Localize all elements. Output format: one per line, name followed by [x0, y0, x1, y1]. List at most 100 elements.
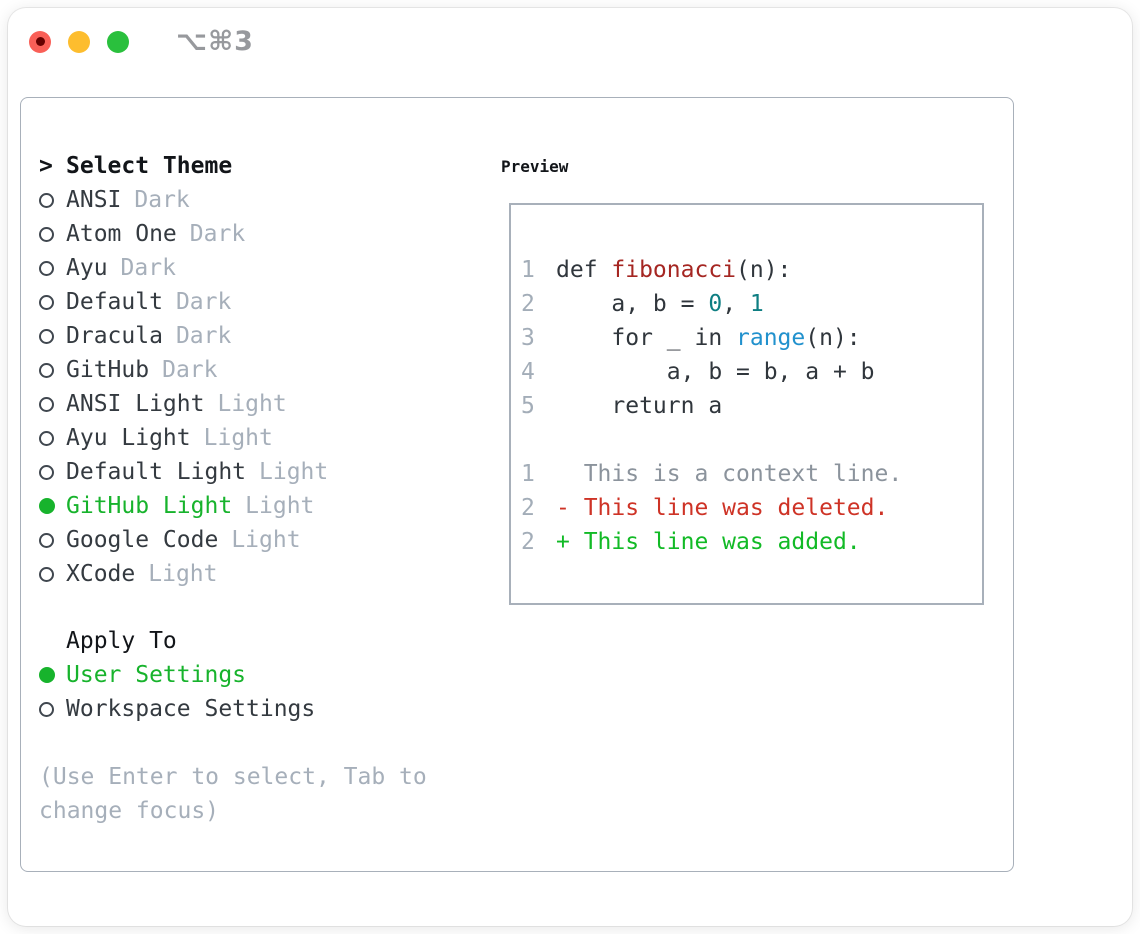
line-content: a, b = b, a + b — [556, 355, 875, 389]
code-line: 2 a, b = 0, 1 — [521, 287, 982, 321]
diff-line-context: 1 This is a context line. — [521, 457, 982, 491]
radio-unselected-icon — [39, 701, 54, 717]
line-content: a, b = 0, 1 — [556, 287, 764, 321]
code-token-builtin: range — [736, 325, 806, 351]
app-window: ⌥⌘3 > Select Theme ANSI Dark Atom One Da… — [8, 8, 1132, 926]
code-token-function: fibonacci — [611, 257, 737, 283]
theme-name: Ayu Light — [66, 425, 191, 451]
radio-unselected-icon — [39, 192, 54, 208]
code-token-plain: (n): — [736, 257, 792, 283]
radio-unselected-icon — [39, 294, 54, 310]
code-token-plain: for _ in — [556, 325, 737, 351]
line-number: 1 — [521, 257, 535, 283]
radio-unselected-icon — [39, 566, 54, 582]
window-titlebar: ⌥⌘3 — [29, 26, 254, 57]
code-token-plain: (n): — [805, 325, 861, 351]
select-theme-title: Select Theme — [66, 153, 233, 179]
theme-option-github[interactable]: GitHub Dark — [39, 353, 479, 387]
line-number: 2 — [521, 495, 535, 521]
theme-variant: Light — [148, 561, 218, 587]
diff-line-deleted: 2 - This line was deleted. — [521, 491, 982, 525]
line-content: def fibonacci(n): — [556, 253, 791, 287]
theme-option-ayu-light[interactable]: Ayu Light Light — [39, 421, 479, 455]
theme-option-google-code[interactable]: Google Code Light — [39, 523, 479, 557]
line-content: - This line was deleted. — [556, 495, 889, 521]
code-line: 3 for _ in range(n): — [521, 321, 982, 355]
line-number: 2 — [521, 529, 535, 555]
code-token-plain: , — [722, 291, 750, 317]
close-dot-icon — [35, 37, 45, 46]
theme-option-ansi-light[interactable]: ANSI Light Light — [39, 387, 479, 421]
line-number: 3 — [521, 325, 535, 351]
code-line: 1 def fibonacci(n): — [521, 253, 982, 287]
line-number: 1 — [521, 461, 535, 487]
theme-variant: Light — [203, 425, 273, 451]
apply-to-title: Apply To — [66, 628, 177, 654]
radio-unselected-icon — [39, 362, 54, 378]
theme-option-github-light[interactable]: GitHub Light Light — [39, 489, 479, 523]
code-token-number: 1 — [749, 291, 764, 317]
code-token-number: 0 — [708, 291, 723, 317]
radio-unselected-icon — [39, 260, 54, 276]
code-token-plain: return a — [556, 393, 723, 419]
apply-to-list: User Settings Workspace Settings — [39, 658, 479, 726]
line-content: for _ in range(n): — [556, 321, 861, 355]
select-theme-header: > Select Theme — [39, 149, 479, 183]
theme-option-ansi[interactable]: ANSI Dark — [39, 183, 479, 217]
theme-option-ayu[interactable]: Ayu Dark — [39, 251, 479, 285]
theme-variant: Dark — [175, 323, 232, 349]
window-shortcut-label: ⌥⌘3 — [176, 26, 254, 57]
close-button[interactable] — [29, 30, 51, 53]
preview-box: 1 def fibonacci(n): 2 a, b = 0, 1 3 for … — [509, 203, 984, 605]
theme-variant: Dark — [162, 357, 218, 383]
theme-name: GitHub — [66, 357, 150, 383]
theme-option-xcode[interactable]: XCode Light — [39, 557, 479, 591]
line-number: 4 — [521, 359, 535, 385]
theme-variant: Light — [231, 527, 301, 553]
theme-name: Ayu — [66, 255, 108, 281]
radio-selected-icon — [39, 498, 55, 514]
theme-option-default-light[interactable]: Default Light Light — [39, 455, 479, 489]
theme-name: Default — [66, 289, 163, 315]
radio-unselected-icon — [39, 328, 54, 344]
cursor-caret-icon: > — [39, 153, 53, 179]
radio-unselected-icon — [39, 226, 54, 242]
theme-name: Google Code — [66, 527, 219, 553]
diff-preview: 1 This is a context line. 2 - This line … — [521, 457, 982, 559]
code-line: 4 a, b = b, a + b — [521, 355, 982, 389]
code-token-plain: a, b = b, a + b — [556, 359, 875, 385]
line-content: + This line was added. — [556, 529, 861, 555]
code-token-plain: def — [556, 257, 612, 283]
theme-variant: Dark — [189, 221, 246, 247]
apply-option-workspace-settings[interactable]: Workspace Settings — [39, 692, 479, 726]
theme-option-dracula[interactable]: Dracula Dark — [39, 319, 479, 353]
theme-option-atom-one[interactable]: Atom One Dark — [39, 217, 479, 251]
radio-unselected-icon — [39, 464, 54, 480]
theme-dialog-panel: > Select Theme ANSI Dark Atom One Dark A… — [20, 97, 1014, 872]
radio-unselected-icon — [39, 430, 54, 446]
code-token-plain: a, b = — [556, 291, 709, 317]
line-content: return a — [556, 389, 722, 423]
radio-selected-icon — [39, 667, 55, 683]
theme-variant: Light — [259, 459, 329, 485]
line-content: This is a context line. — [556, 461, 903, 487]
theme-name: Atom One — [66, 221, 177, 247]
theme-name: ANSI Light — [66, 391, 205, 417]
theme-option-default[interactable]: Default Dark — [39, 285, 479, 319]
theme-variant: Dark — [134, 187, 190, 213]
theme-name: ANSI — [66, 187, 122, 213]
theme-name: Dracula — [66, 323, 163, 349]
preview-title: Preview — [501, 156, 569, 176]
line-number: 5 — [521, 393, 535, 419]
code-preview: 1 def fibonacci(n): 2 a, b = 0, 1 3 for … — [521, 253, 982, 423]
theme-name: XCode — [66, 561, 136, 587]
preview-blank-line — [521, 423, 982, 457]
apply-option-user-settings[interactable]: User Settings — [39, 658, 479, 692]
minimize-button[interactable] — [68, 30, 90, 53]
code-line: 5 return a — [521, 389, 982, 423]
fullscreen-button[interactable] — [107, 30, 129, 53]
theme-list-section: > Select Theme ANSI Dark Atom One Dark A… — [39, 149, 479, 828]
theme-variant: Dark — [120, 255, 176, 281]
apply-to-header: Apply To — [39, 624, 479, 658]
line-number: 2 — [521, 291, 535, 317]
